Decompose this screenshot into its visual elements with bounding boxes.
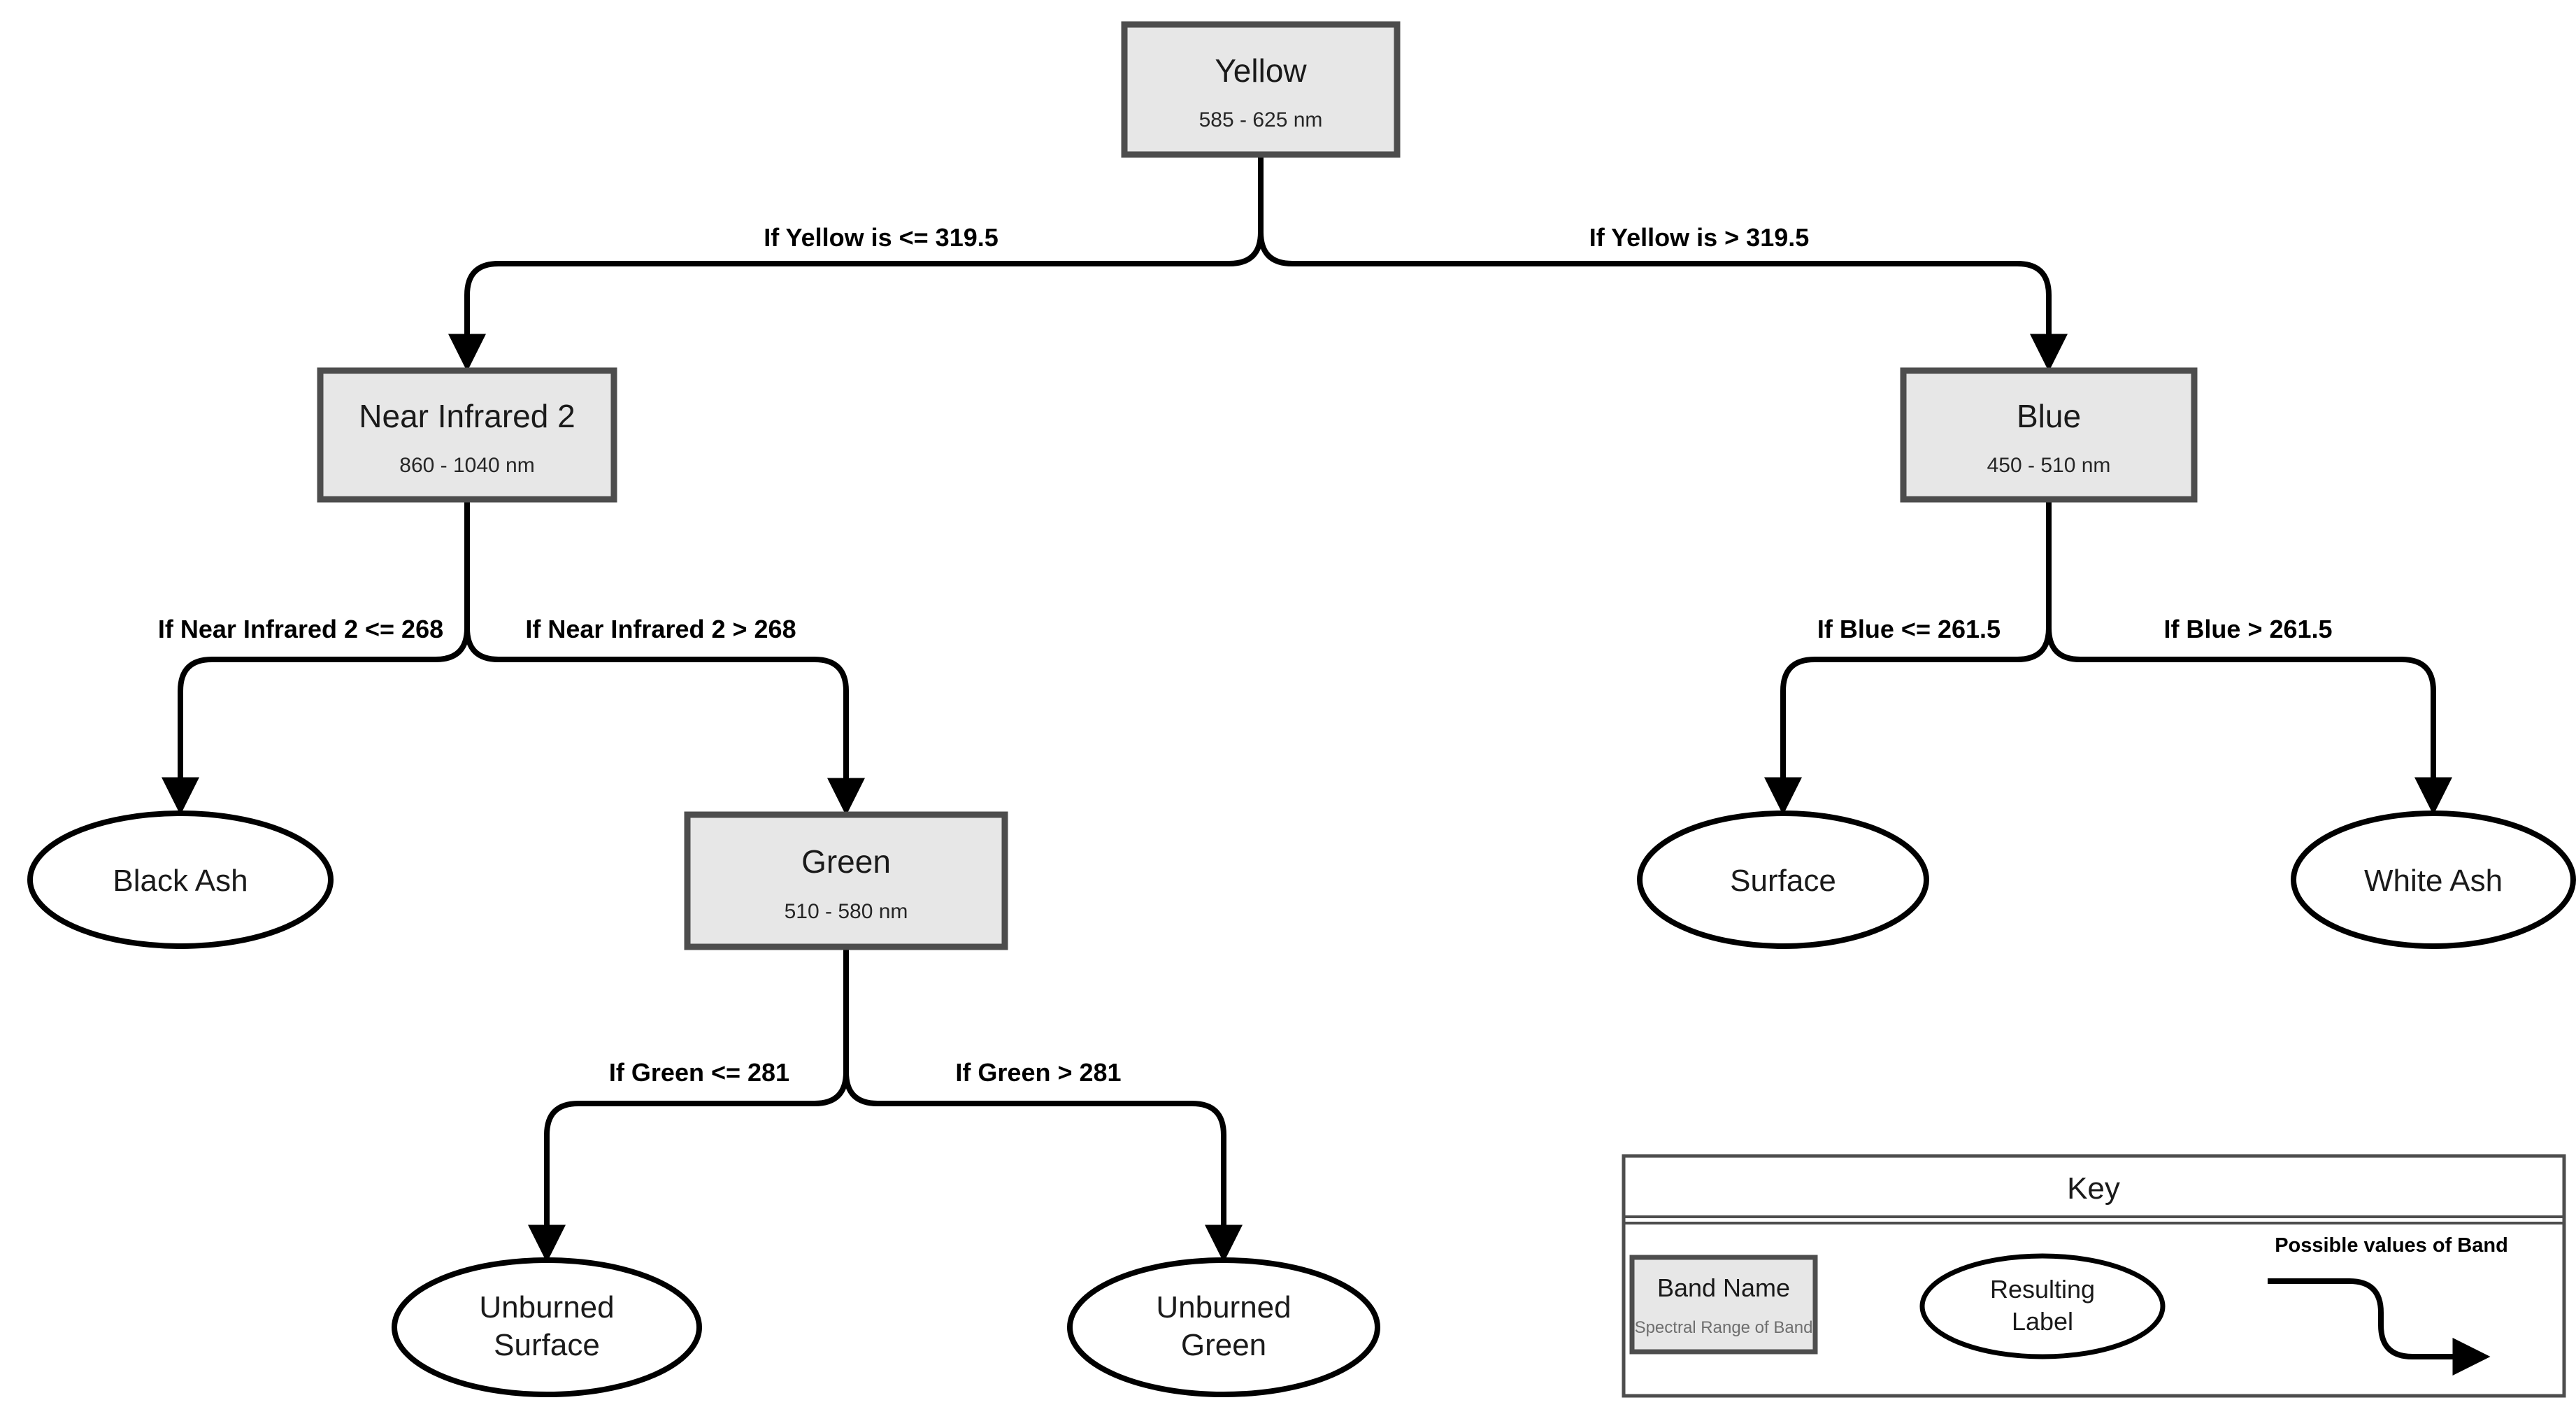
edge-label-nir2-left: If Near Infrared 2 <= 268	[158, 615, 443, 643]
edge-label-nir2-right: If Near Infrared 2 > 268	[525, 615, 796, 643]
leaf-unburned-surface-label-line1: Unburned	[479, 1290, 614, 1324]
node-near-infrared-2-range: 860 - 1040 nm	[399, 454, 534, 477]
leaf-black-ash-label: Black Ash	[113, 864, 248, 898]
leaf-surface-ellipse	[1637, 810, 1929, 949]
node-yellow-box	[1121, 21, 1401, 158]
leaf-unburned-surface: Unburned Surface	[392, 1257, 702, 1397]
edge-yellow-to-blue	[1258, 155, 2068, 372]
edge-label-yellow-left: If Yellow is <= 319.5	[764, 223, 999, 252]
edge-label-blue-left: If Blue <= 261.5	[1817, 615, 2001, 643]
tree-connectors	[162, 155, 2452, 1263]
node-yellow-label: Yellow	[1215, 52, 1307, 89]
leaf-surface: Surface	[1637, 810, 1929, 949]
edge-labels: If Yellow is <= 319.5 If Yellow is > 319…	[158, 223, 2333, 1087]
edge-nir2-to-green	[464, 499, 865, 816]
node-yellow: Yellow 585 - 625 nm	[1121, 21, 1401, 158]
edge-green-to-unburned-surface	[528, 947, 849, 1263]
edge-label-yellow-right: If Yellow is > 319.5	[1589, 223, 1810, 252]
edge-label-blue-right: If Blue > 261.5	[2163, 615, 2332, 643]
key-band-sample-sub: Spectral Range of Band	[1635, 1318, 1813, 1337]
key-result-sample-ellipse	[1919, 1253, 2166, 1359]
edge-blue-to-surface	[1764, 499, 2052, 815]
key-sample-arrow	[2268, 1278, 2491, 1376]
node-green-range: 510 - 580 nm	[785, 900, 908, 923]
leaf-unburned-surface-label-line2: Surface	[494, 1328, 600, 1362]
leaf-unburned-green-label-line1: Unburned	[1156, 1290, 1291, 1324]
leaf-unburned-surface-ellipse	[392, 1257, 702, 1397]
edge-label-green-right: If Green > 281	[955, 1058, 1121, 1087]
node-green-box	[684, 811, 1008, 950]
node-near-infrared-2: Near Infrared 2 860 - 1040 nm	[317, 367, 617, 503]
leaf-unburned-green-label-line2: Green	[1181, 1328, 1266, 1362]
edge-label-green-left: If Green <= 281	[609, 1058, 789, 1087]
leaf-white-ash-label: White Ash	[2364, 864, 2503, 898]
leaf-white-ash-ellipse	[2291, 810, 2576, 949]
key-band-sample-label: Band Name	[1657, 1273, 1790, 1302]
edge-blue-to-white-ash	[2046, 499, 2452, 815]
node-green: Green 510 - 580 nm	[684, 811, 1008, 950]
node-near-infrared-2-label: Near Infrared 2	[359, 398, 575, 434]
leaf-unburned-green: Unburned Green	[1067, 1257, 1380, 1397]
leaf-black-ash-ellipse	[27, 810, 334, 949]
key-result-sample-line1: Resulting	[1990, 1275, 2095, 1304]
edge-yellow-to-nir2	[448, 155, 1264, 372]
leaf-black-ash: Black Ash	[27, 810, 334, 949]
node-green-label: Green	[801, 843, 891, 880]
edge-green-to-unburned-green	[843, 947, 1243, 1263]
key-legend: Key Band Name Spectral Range of Band Res…	[1622, 1154, 2566, 1398]
key-band-sample-box	[1629, 1255, 1818, 1355]
key-title: Key	[2067, 1171, 2120, 1206]
node-blue-box	[1900, 367, 2198, 503]
leaf-surface-label: Surface	[1730, 864, 1836, 898]
node-near-infrared-2-box	[317, 367, 617, 503]
node-blue: Blue 450 - 510 nm	[1900, 367, 2198, 503]
key-arrow-label: Possible values of Band	[2275, 1234, 2508, 1257]
node-blue-label: Blue	[2017, 398, 2081, 434]
leaf-white-ash: White Ash	[2291, 810, 2576, 949]
node-yellow-range: 585 - 625 nm	[1199, 108, 1323, 131]
key-result-sample-line2: Label	[2012, 1307, 2073, 1336]
leaf-unburned-green-ellipse	[1067, 1257, 1380, 1397]
node-blue-range: 450 - 510 nm	[1987, 454, 2111, 477]
edge-nir2-to-black-ash	[162, 499, 470, 815]
